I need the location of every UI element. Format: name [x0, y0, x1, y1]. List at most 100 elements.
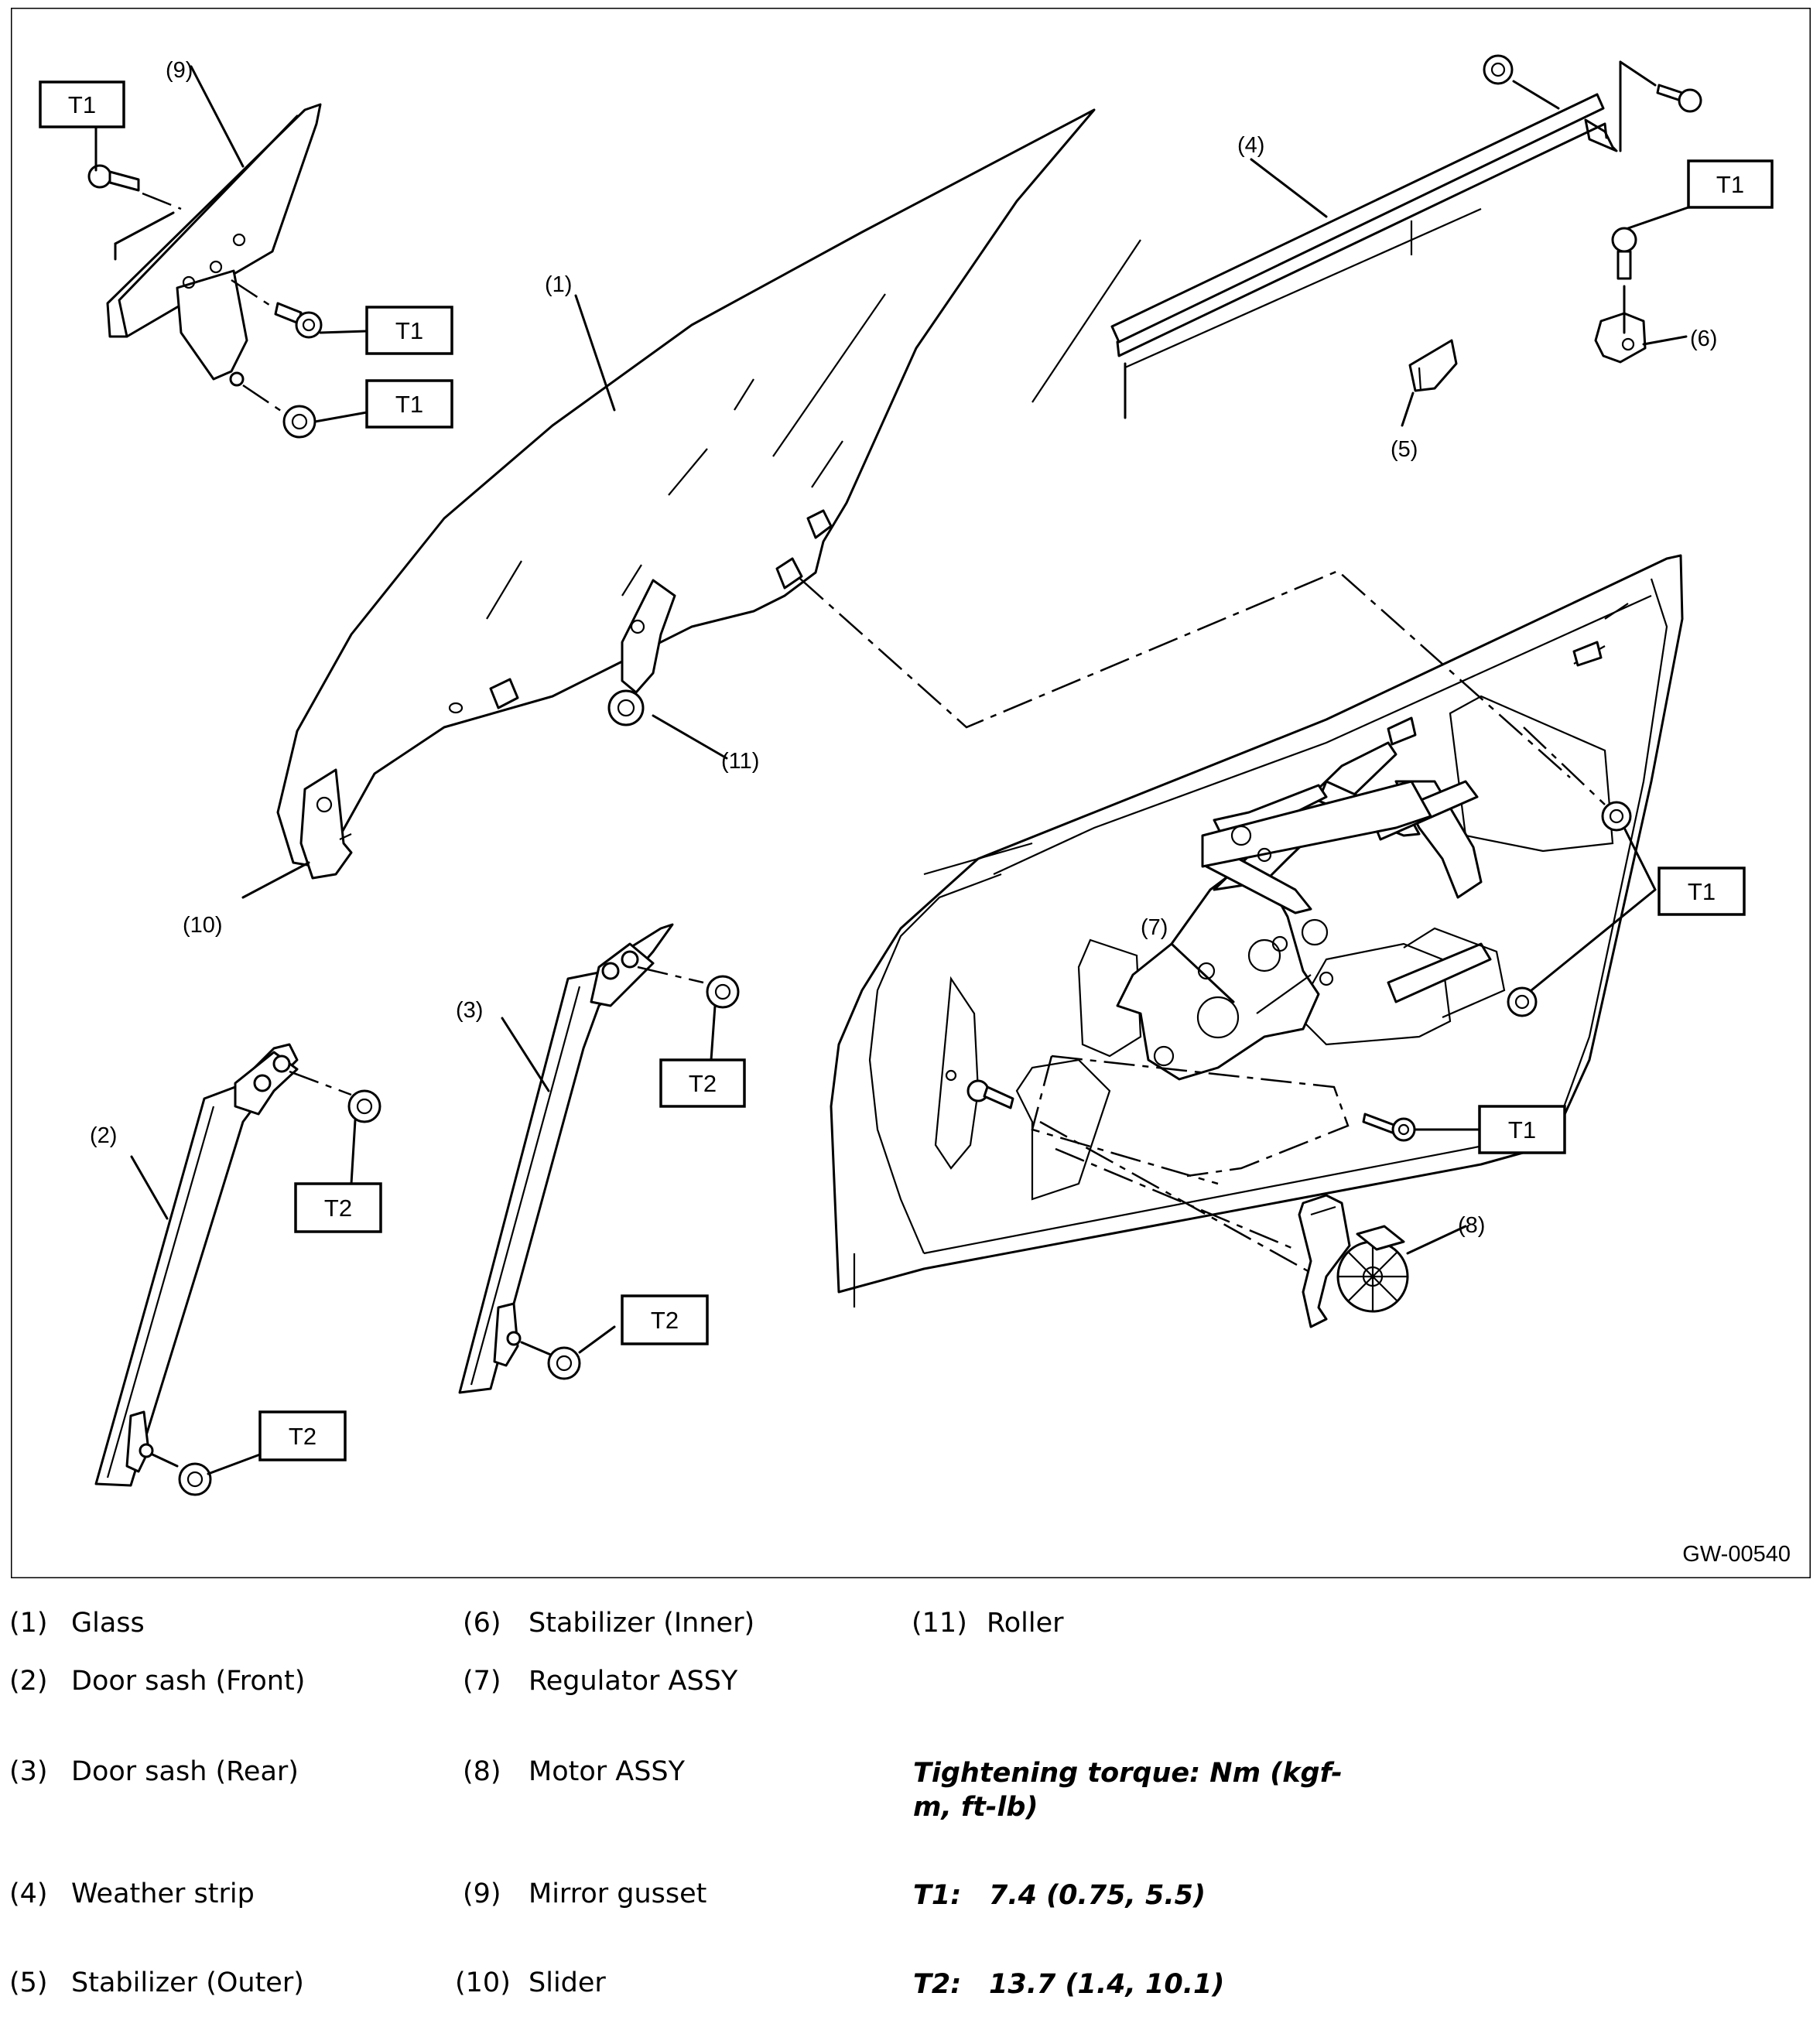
legend-number: (1): [9, 1608, 48, 1639]
legend-name: Door sash (Front): [71, 1666, 306, 1697]
regulator-lower-nut: [1507, 986, 1538, 1017]
callout-3: (3): [456, 998, 483, 1023]
torque-tag-t1: T1: [1478, 1105, 1566, 1154]
legend-number: (10): [455, 1967, 511, 1998]
legend-name: Stabilizer (Inner): [529, 1608, 755, 1639]
torque-tag-t2: T2: [659, 1058, 746, 1108]
motor-assy: [1298, 1194, 1409, 1328]
legend-name: Slider: [529, 1967, 606, 1998]
regulator-assy: [1116, 741, 1506, 1081]
legend-item: (4) Weather strip: [9, 1878, 255, 1909]
svg-text:T1: T1: [395, 391, 423, 418]
legend-name: Motor ASSY: [529, 1756, 686, 1787]
torque-t2-spec: T2: 13.7 (1.4, 10.1): [913, 1967, 1224, 2001]
regulator-upper-nut: [1523, 726, 1632, 832]
motor-leader-2: [1055, 1147, 1296, 1251]
svg-text:T1: T1: [1716, 171, 1744, 198]
torque-tag-t1: T1: [365, 306, 453, 355]
svg-text:T2: T2: [651, 1307, 679, 1334]
torque-tag-t1: T1: [39, 80, 125, 128]
regulator-mount-box: [1051, 1055, 1350, 1178]
torque-heading-line-1: Tightening torque: Nm (kgf-: [913, 1758, 1343, 1789]
front-sash-upper-nut: [347, 1089, 381, 1123]
motor-screw: [966, 1079, 1014, 1109]
legend-item: (6) Stabilizer (Inner): [463, 1608, 754, 1639]
callout-8: (8): [1458, 1213, 1485, 1238]
legend-number: (3): [9, 1756, 48, 1787]
legend-item: (3) Door sash (Rear): [9, 1756, 299, 1787]
callout-10: (10): [183, 913, 223, 938]
torque-tag-t2: T2: [294, 1182, 382, 1233]
legend-item: (11) Roller: [912, 1608, 1064, 1639]
torque-t1-value: 7.4 (0.75, 5.5): [989, 1880, 1206, 1911]
weather-strip: [1110, 60, 1622, 419]
gusset-nut: [229, 371, 316, 439]
legend-number: (2): [9, 1666, 48, 1697]
door-sash-front: [94, 1043, 352, 1487]
door-glass: [276, 108, 1141, 880]
torque-tag-t1: T1: [1687, 159, 1774, 209]
legend-name: Stabilizer (Outer): [71, 1967, 304, 1998]
rear-sash-upper-nut: [706, 975, 740, 1009]
svg-text:T1: T1: [1688, 878, 1716, 905]
svg-text:T1: T1: [68, 91, 96, 118]
torque-heading: Tightening torque: Nm (kgf- m, ft-lb): [913, 1756, 1377, 1824]
legend-item: (2) Door sash (Front): [9, 1666, 305, 1697]
legend-number: (6): [463, 1608, 501, 1639]
weather-strip-clip-nut: [1483, 54, 1560, 110]
regulator-box-side: [1031, 1055, 1219, 1185]
svg-text:T2: T2: [689, 1070, 717, 1097]
callout-1: (1): [545, 272, 572, 297]
legend-name: Door sash (Rear): [71, 1756, 299, 1787]
legend-item: (10) Slider: [455, 1967, 606, 1998]
stabilizer-outer: [1408, 339, 1458, 392]
stabilizer-bolt: [1611, 227, 1637, 280]
torque-t2-value: 13.7 (1.4, 10.1): [989, 1969, 1225, 2000]
svg-text:T2: T2: [289, 1423, 316, 1450]
legend-number: (5): [9, 1967, 48, 1998]
callout-2: (2): [90, 1123, 117, 1148]
legend-name: Roller: [987, 1608, 1064, 1639]
legend-number: (11): [912, 1608, 967, 1639]
front-sash-lower-nut: [178, 1462, 212, 1496]
legend-number: (9): [463, 1878, 501, 1909]
legend-name: Weather strip: [71, 1878, 255, 1909]
torque-heading-line-2: m, ft-lb): [913, 1792, 1038, 1823]
torque-tag-t2: T2: [621, 1294, 709, 1345]
torque-t1-label: T1:: [913, 1880, 962, 1911]
torque-tag-t1: T1: [365, 379, 453, 429]
svg-text:T1: T1: [395, 317, 423, 344]
legend-number: (8): [463, 1756, 501, 1787]
legend-item: (9) Mirror gusset: [463, 1878, 706, 1909]
legend-item: (1) Glass: [9, 1608, 145, 1639]
legend-item: (7) Regulator ASSY: [463, 1666, 737, 1697]
callout-4: (4): [1237, 133, 1264, 158]
torque-t2-label: T2:: [913, 1969, 962, 2000]
door-glass-exploded-diagram: (9) (1) (4) (5) (6) (7) (8) (11) (10) (2…: [11, 8, 1811, 1578]
callout-5: (5): [1391, 437, 1418, 462]
door-sash-rear: [458, 923, 704, 1394]
glass-to-door-leader: [799, 569, 1571, 778]
torque-tag-t1: T1: [1658, 867, 1746, 916]
figure-code: GW-00540: [1682, 1542, 1791, 1567]
legend-item: (8) Motor ASSY: [463, 1756, 685, 1787]
torque-t1-spec: T1: 7.4 (0.75, 5.5): [913, 1878, 1206, 1912]
callout-6: (6): [1690, 326, 1717, 351]
torque-tag-t2: T2: [258, 1410, 347, 1461]
rear-sash-lower-nut: [547, 1346, 581, 1380]
leader-lines: [94, 65, 1690, 1475]
legend-number: (4): [9, 1878, 48, 1909]
mirror-gusset: [106, 103, 322, 381]
legend-number: (7): [463, 1666, 501, 1697]
callout-7: (7): [1141, 915, 1168, 940]
stabilizer-inner: [1594, 285, 1647, 364]
callout-11: (11): [721, 749, 759, 774]
legend-name: Regulator ASSY: [529, 1666, 738, 1697]
callout-9: (9): [166, 58, 193, 83]
legend-name: Mirror gusset: [529, 1878, 707, 1909]
legend-item: (5) Stabilizer (Outer): [9, 1967, 304, 1998]
gusset-bolt-1: [87, 164, 182, 210]
svg-text:T2: T2: [324, 1195, 352, 1222]
weather-strip-screw: [1619, 60, 1702, 113]
svg-text:T1: T1: [1508, 1116, 1536, 1143]
